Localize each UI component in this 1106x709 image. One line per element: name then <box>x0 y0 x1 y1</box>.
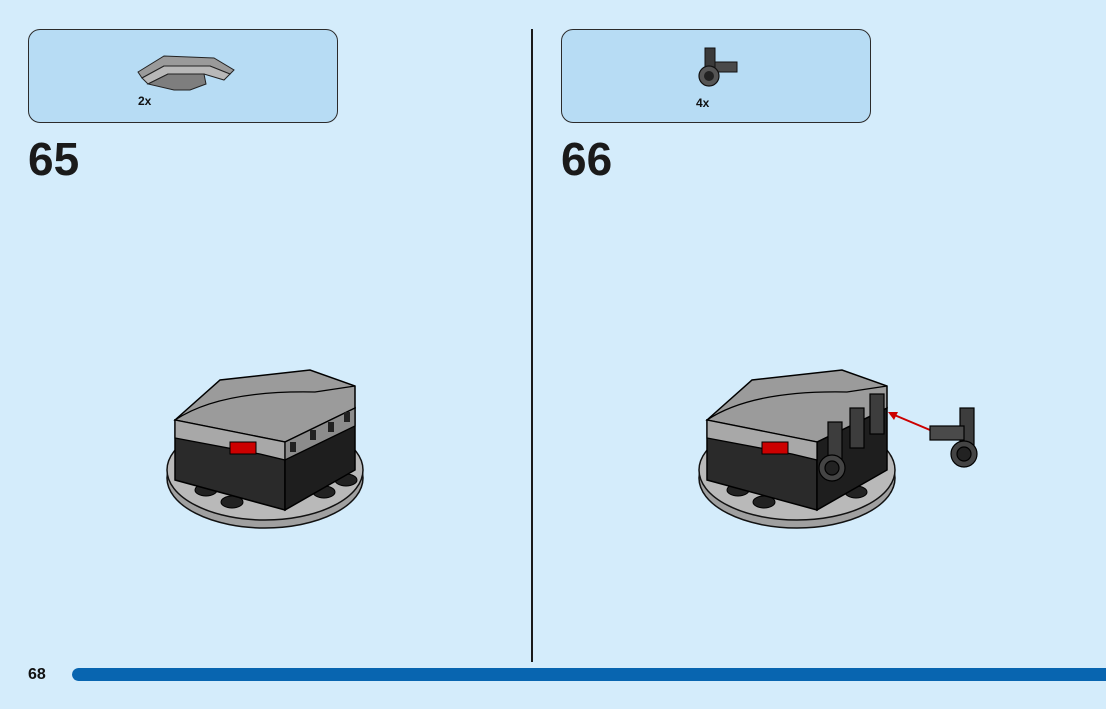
model-illustration-step-66 <box>698 369 978 529</box>
parts-box-step-66: 4x <box>561 29 871 123</box>
page-divider <box>531 29 533 662</box>
curved-slope-part-icon <box>137 55 235 91</box>
part-quantity: 4x <box>696 96 710 110</box>
model-illustration-step-65 <box>166 369 364 529</box>
part-quantity: 2x <box>138 94 152 108</box>
step-number-65: 65 <box>28 133 80 185</box>
progress-bar <box>72 668 1106 681</box>
page-number: 68 <box>28 666 46 683</box>
technic-pin-connector-icon <box>698 47 738 87</box>
progress-bar-fill <box>72 668 1106 681</box>
step-number-66: 66 <box>561 133 613 185</box>
parts-box-step-65: 2x <box>28 29 338 123</box>
